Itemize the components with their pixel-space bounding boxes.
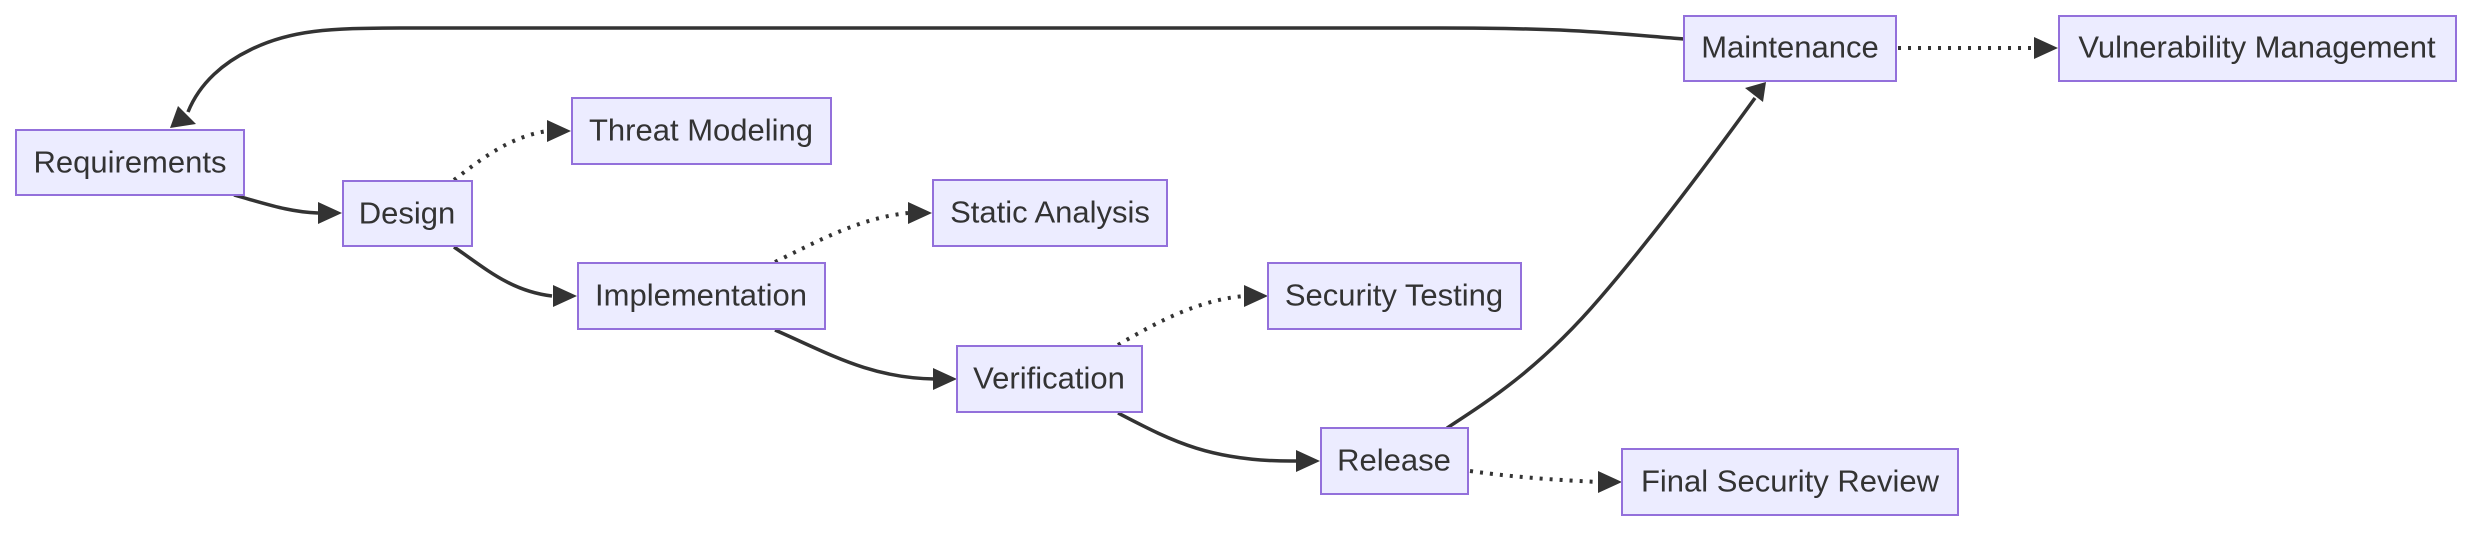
- node-verification[interactable]: Verification: [956, 345, 1143, 413]
- arrowhead-design: [318, 202, 342, 224]
- arrowhead-requirements: [170, 106, 196, 128]
- arrowhead-release: [1296, 450, 1320, 472]
- node-label-security-testing: Security Testing: [1285, 278, 1503, 313]
- edge-design-to-threat-modeling: [452, 129, 549, 182]
- edge-implementation-to-static-analysis: [774, 211, 909, 264]
- node-label-final-security-review: Final Security Review: [1641, 464, 1940, 499]
- node-label-vulnerability-management: Vulnerability Management: [2078, 30, 2436, 65]
- edge-release-to-maintenance: [1446, 96, 1757, 430]
- node-static-analysis[interactable]: Static Analysis: [932, 179, 1168, 247]
- edge-implementation-to-verification: [774, 328, 936, 381]
- arrowhead-maintenance: [1745, 82, 1766, 102]
- node-implementation[interactable]: Implementation: [577, 262, 826, 330]
- arrowhead-security-testing: [1244, 285, 1268, 307]
- edge-requirements-to-design: [233, 193, 319, 215]
- node-label-threat-modeling: Threat Modeling: [589, 113, 813, 148]
- node-requirements[interactable]: Requirements: [15, 129, 245, 196]
- node-label-requirements: Requirements: [34, 145, 227, 180]
- node-security-testing[interactable]: Security Testing: [1267, 262, 1522, 330]
- node-label-verification: Verification: [973, 361, 1125, 396]
- node-release[interactable]: Release: [1320, 427, 1469, 495]
- node-label-release: Release: [1337, 443, 1451, 478]
- arrowhead-verification: [933, 368, 957, 390]
- edge-verification-to-security-testing: [1116, 294, 1245, 347]
- node-design[interactable]: Design: [342, 180, 473, 247]
- arrowhead-threat-modeling: [547, 120, 571, 142]
- edge-release-to-final-security-review: [1469, 469, 1599, 484]
- node-label-design: Design: [359, 196, 456, 231]
- arrowhead-implementation: [553, 285, 577, 307]
- arrowhead-final-security-review: [1598, 471, 1622, 493]
- arrowhead-static-analysis: [908, 202, 932, 224]
- edges-layer: [170, 26, 2058, 493]
- node-threat-modeling[interactable]: Threat Modeling: [571, 97, 832, 165]
- edge-design-to-implementation: [453, 245, 553, 298]
- node-label-implementation: Implementation: [595, 278, 807, 313]
- node-label-maintenance: Maintenance: [1701, 30, 1879, 65]
- arrowhead-vulnerability-management: [2034, 37, 2058, 59]
- edge-maintenance-to-requirements: [186, 26, 1685, 113]
- node-final-security-review[interactable]: Final Security Review: [1621, 448, 1959, 516]
- node-maintenance[interactable]: Maintenance: [1683, 15, 1897, 82]
- node-label-static-analysis: Static Analysis: [950, 195, 1150, 230]
- nodes-layer: Requirements Design Threat Modeling Impl…: [15, 15, 2457, 516]
- node-vulnerability-management[interactable]: Vulnerability Management: [2058, 15, 2457, 82]
- edge-verification-to-release: [1117, 411, 1297, 463]
